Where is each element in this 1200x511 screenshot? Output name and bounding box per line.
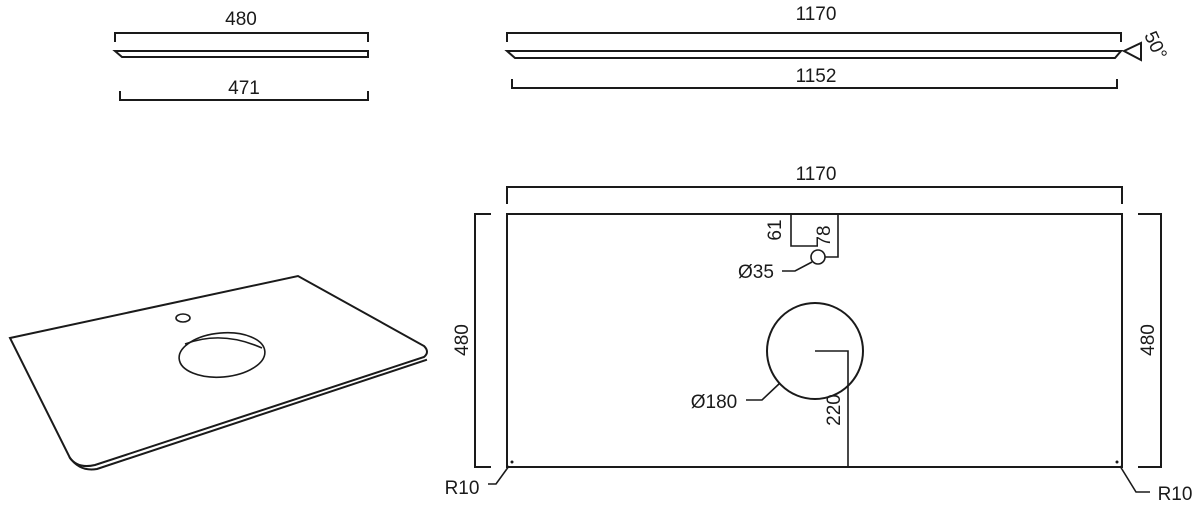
basin-opening xyxy=(178,331,266,379)
basin-leader xyxy=(746,382,781,401)
left-radius-leader xyxy=(488,465,510,485)
isometric-view xyxy=(8,274,428,471)
tap-hole-dimension-61 xyxy=(790,214,818,247)
basin-center-dimension xyxy=(815,350,849,467)
top-dimension-label: 1170 xyxy=(796,4,837,25)
side-view-small: 480 471 xyxy=(112,9,369,101)
tap-hole-diameter-label: Ø35 xyxy=(738,262,774,283)
countertop-bottom-edge xyxy=(68,358,428,471)
basin-cutout xyxy=(766,302,864,400)
countertop-outline xyxy=(8,274,428,468)
top-view: 1170 480 480 61 78 Ø35 220 Ø180 R10 R10 xyxy=(445,164,1193,505)
basin-diameter-label: Ø180 xyxy=(691,392,737,413)
width-dimension-bracket xyxy=(506,186,1123,204)
width-dimension-label: 1170 xyxy=(796,164,837,185)
corner-point-right xyxy=(1115,460,1119,464)
right-radius-leader xyxy=(1119,465,1150,493)
tap-hole xyxy=(810,249,826,265)
countertop-outline xyxy=(506,213,1123,468)
angle-label: 50° xyxy=(1139,28,1170,63)
top-dimension-label: 480 xyxy=(225,9,257,30)
right-depth-dimension-bracket xyxy=(1138,213,1162,468)
tap-hole-leader xyxy=(782,261,813,272)
bottom-dimension-label: 471 xyxy=(228,78,260,99)
tap-hole-dimension-78 xyxy=(820,214,839,258)
left-depth-dimension-label: 480 xyxy=(452,324,473,356)
bottom-dimension-bracket xyxy=(511,79,1118,89)
basin-inner-shadow xyxy=(184,337,263,349)
right-radius-label: R10 xyxy=(1158,484,1193,505)
side-view-large: 1170 1152 50° xyxy=(504,4,1171,89)
left-radius-label: R10 xyxy=(445,478,480,499)
top-dimension-bracket xyxy=(506,32,1122,42)
corner-point-left xyxy=(510,460,514,464)
left-depth-dimension-bracket xyxy=(474,213,491,468)
bottom-dimension-label: 1152 xyxy=(796,66,837,87)
tap-hole xyxy=(175,313,191,323)
top-dimension-bracket xyxy=(114,32,369,42)
tap-hole-dimension-78-label: 78 xyxy=(814,225,835,246)
slab-profile xyxy=(504,50,1124,59)
bottom-dimension-bracket xyxy=(119,91,369,101)
right-depth-dimension-label: 480 xyxy=(1138,324,1159,356)
angle-marker xyxy=(1121,41,1142,62)
basin-center-dimension-label: 220 xyxy=(824,394,845,426)
slab-profile xyxy=(112,50,369,58)
tap-hole-dimension-61-label: 61 xyxy=(765,219,786,240)
